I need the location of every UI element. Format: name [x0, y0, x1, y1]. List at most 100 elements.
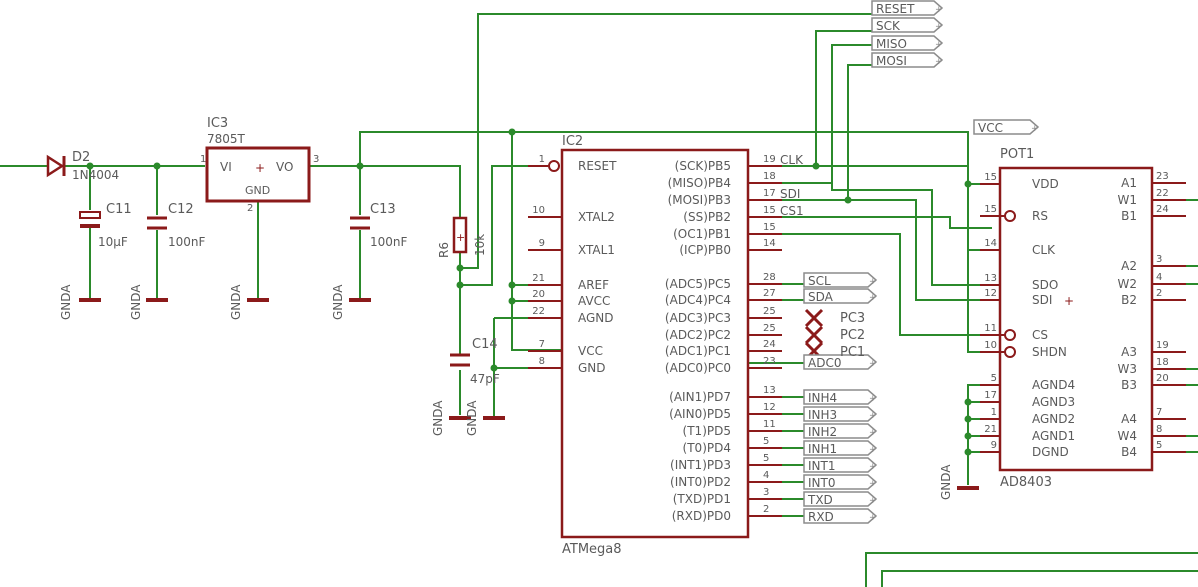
r6-value: 10k — [473, 234, 487, 256]
pot1-left-pin-num: 15 — [984, 204, 997, 215]
ic2-right-pin-label: (ADC5)PC5 — [665, 277, 731, 291]
wire — [881, 570, 1198, 587]
pot1-left-pin-num: 5 — [991, 373, 997, 384]
pot1-right-pin-num: 20 — [1156, 373, 1169, 384]
pot1-left-pin-num: 10 — [984, 340, 997, 351]
ic2-left-pin-label: XTAL1 — [578, 243, 615, 257]
ic2-left-pin-num: 20 — [532, 289, 545, 300]
ic2-left-pin-label: VCC — [578, 344, 603, 358]
pot1-left-pin-label: AGND1 — [1032, 429, 1075, 443]
ic2-right-pin-num: 5 — [763, 453, 769, 464]
ic3-pin-out: 3 — [313, 154, 319, 165]
c14-name: C14 — [472, 337, 498, 352]
pot1-right-pin-num: 19 — [1156, 340, 1169, 351]
net-label-clk: CLK — [780, 153, 804, 167]
net-flag-pd: RXD — [808, 510, 834, 524]
pot1-left-pin-label: VDD — [1032, 177, 1059, 191]
ic2-right-pin-num: 2 — [763, 504, 769, 515]
c11-plate-pos — [79, 211, 101, 219]
net-flag-top-plus: + — [935, 40, 943, 50]
ic2-left-pin-num: 21 — [532, 273, 545, 284]
wire — [748, 64, 872, 201]
ic2-right-pin-num: 17 — [763, 188, 776, 199]
ic2-reset-inverter — [548, 160, 560, 172]
ic2-left-pin-label: AREF — [578, 278, 609, 292]
net-flag-pd: INT1 — [808, 459, 835, 473]
agnd-gnda-label: GNDA — [465, 400, 479, 436]
wire — [460, 165, 548, 286]
wire — [748, 44, 872, 184]
pot1-inverter — [1004, 210, 1016, 222]
pot1-right-pin-label: A3 — [1121, 345, 1137, 359]
junction-dot — [508, 128, 516, 136]
net-flag-scl: SCL — [808, 274, 831, 288]
junction-dot — [964, 432, 972, 440]
ic2-right-pin-label: (ADC1)PC1 — [665, 344, 731, 358]
ic2-left-pin-num: 1 — [539, 154, 545, 165]
c11-name: C11 — [106, 202, 132, 217]
net-flag-top-plus: + — [935, 57, 943, 67]
ic2-right-pin-num: 25 — [763, 323, 776, 334]
net-flag-top: RESET — [876, 2, 915, 16]
pot1-left-pin-num: 13 — [984, 273, 997, 284]
pot1-right-pin-num: 2 — [1156, 288, 1162, 299]
pot1-right-pin-num: 4 — [1156, 272, 1162, 283]
net-flag-top-flag — [871, 35, 944, 51]
ic2-right-pin-label: (ADC3)PC3 — [665, 311, 731, 325]
junction-dot — [153, 162, 161, 170]
pot1-right-pin-num: 8 — [1156, 424, 1162, 435]
wire — [748, 233, 1000, 336]
pot1-gnda-label: GNDA — [939, 464, 953, 500]
ic2-right-pin-label: (SCK)PB5 — [675, 159, 731, 173]
ic2-right-pin-label: (ADC0)PC0 — [665, 361, 731, 375]
ic2-left-pin-label: RESET — [578, 159, 617, 173]
ic2-right-pin-label: (AIN1)PD7 — [669, 390, 731, 404]
parts — [46, 0, 1186, 539]
pot1-right-pin-label: B3 — [1121, 378, 1137, 392]
pot1-right-pin-label: A4 — [1121, 412, 1137, 426]
ic2-left-pin-label: AVCC — [578, 294, 610, 308]
net-flag-pd-plus: + — [869, 411, 877, 421]
ic2-right-pin-num: 18 — [763, 171, 776, 182]
c14-value: 47pF — [470, 372, 500, 386]
net-flag-pd-flag — [803, 406, 878, 422]
junction-dot — [508, 297, 516, 305]
ic2-right-pin-num: 28 — [763, 272, 776, 283]
wire — [748, 216, 992, 229]
net-flag-pd-plus: + — [869, 513, 877, 523]
junction-dot — [86, 162, 94, 170]
d2-name: D2 — [72, 150, 90, 165]
ic3-vi-label: VI — [220, 160, 232, 174]
pot1-right-pin-num: 24 — [1156, 204, 1169, 215]
junction-dot — [508, 281, 516, 289]
nc-label: PC1 — [840, 345, 865, 360]
ic2-right-pin-num: 4 — [763, 470, 769, 481]
pot1-right-pin-num: 5 — [1156, 440, 1162, 451]
ic2-right-pin-label: (AIN0)PD5 — [669, 407, 731, 421]
pot1-left-pin-label: SHDN — [1032, 345, 1067, 359]
c11-value: 10µF — [98, 235, 128, 249]
net-flag-pd-plus: + — [869, 479, 877, 489]
junction-dot — [490, 364, 498, 372]
ic2-left-pin-num: 22 — [532, 306, 545, 317]
ic2-right-pin-label: (ADC4)PC4 — [665, 293, 731, 307]
net-flag-adc0-flag — [803, 354, 878, 370]
net-flag-pd-plus: + — [869, 445, 877, 455]
ic2-right-pin-label: (INT1)PD3 — [670, 458, 731, 472]
net-flag-pd-flag — [803, 423, 878, 439]
pot1-right-pin-label: A2 — [1121, 259, 1137, 273]
net-flag-pd-plus: + — [869, 428, 877, 438]
net-flag-vcc-plus: + — [1031, 124, 1039, 134]
c12-gnda-label: GNDA — [129, 284, 143, 320]
net-flag-pd: INH2 — [808, 425, 837, 439]
net-flag-pd-flag — [803, 389, 878, 405]
pot1-left-pin-num: 11 — [984, 323, 997, 334]
pot1-left-pin-label: SDO — [1032, 278, 1058, 292]
ic2-left-pin-label: XTAL2 — [578, 210, 615, 224]
ic2-left-pin-num: 9 — [539, 238, 545, 249]
pot1-right-pin-label: W3 — [1118, 362, 1138, 376]
d2-value: 1N4004 — [72, 168, 119, 182]
pot1-left-pin-label: CS — [1032, 328, 1048, 342]
net-flag-pd-flag — [803, 457, 878, 473]
ic3-value: 7805T — [207, 132, 246, 146]
